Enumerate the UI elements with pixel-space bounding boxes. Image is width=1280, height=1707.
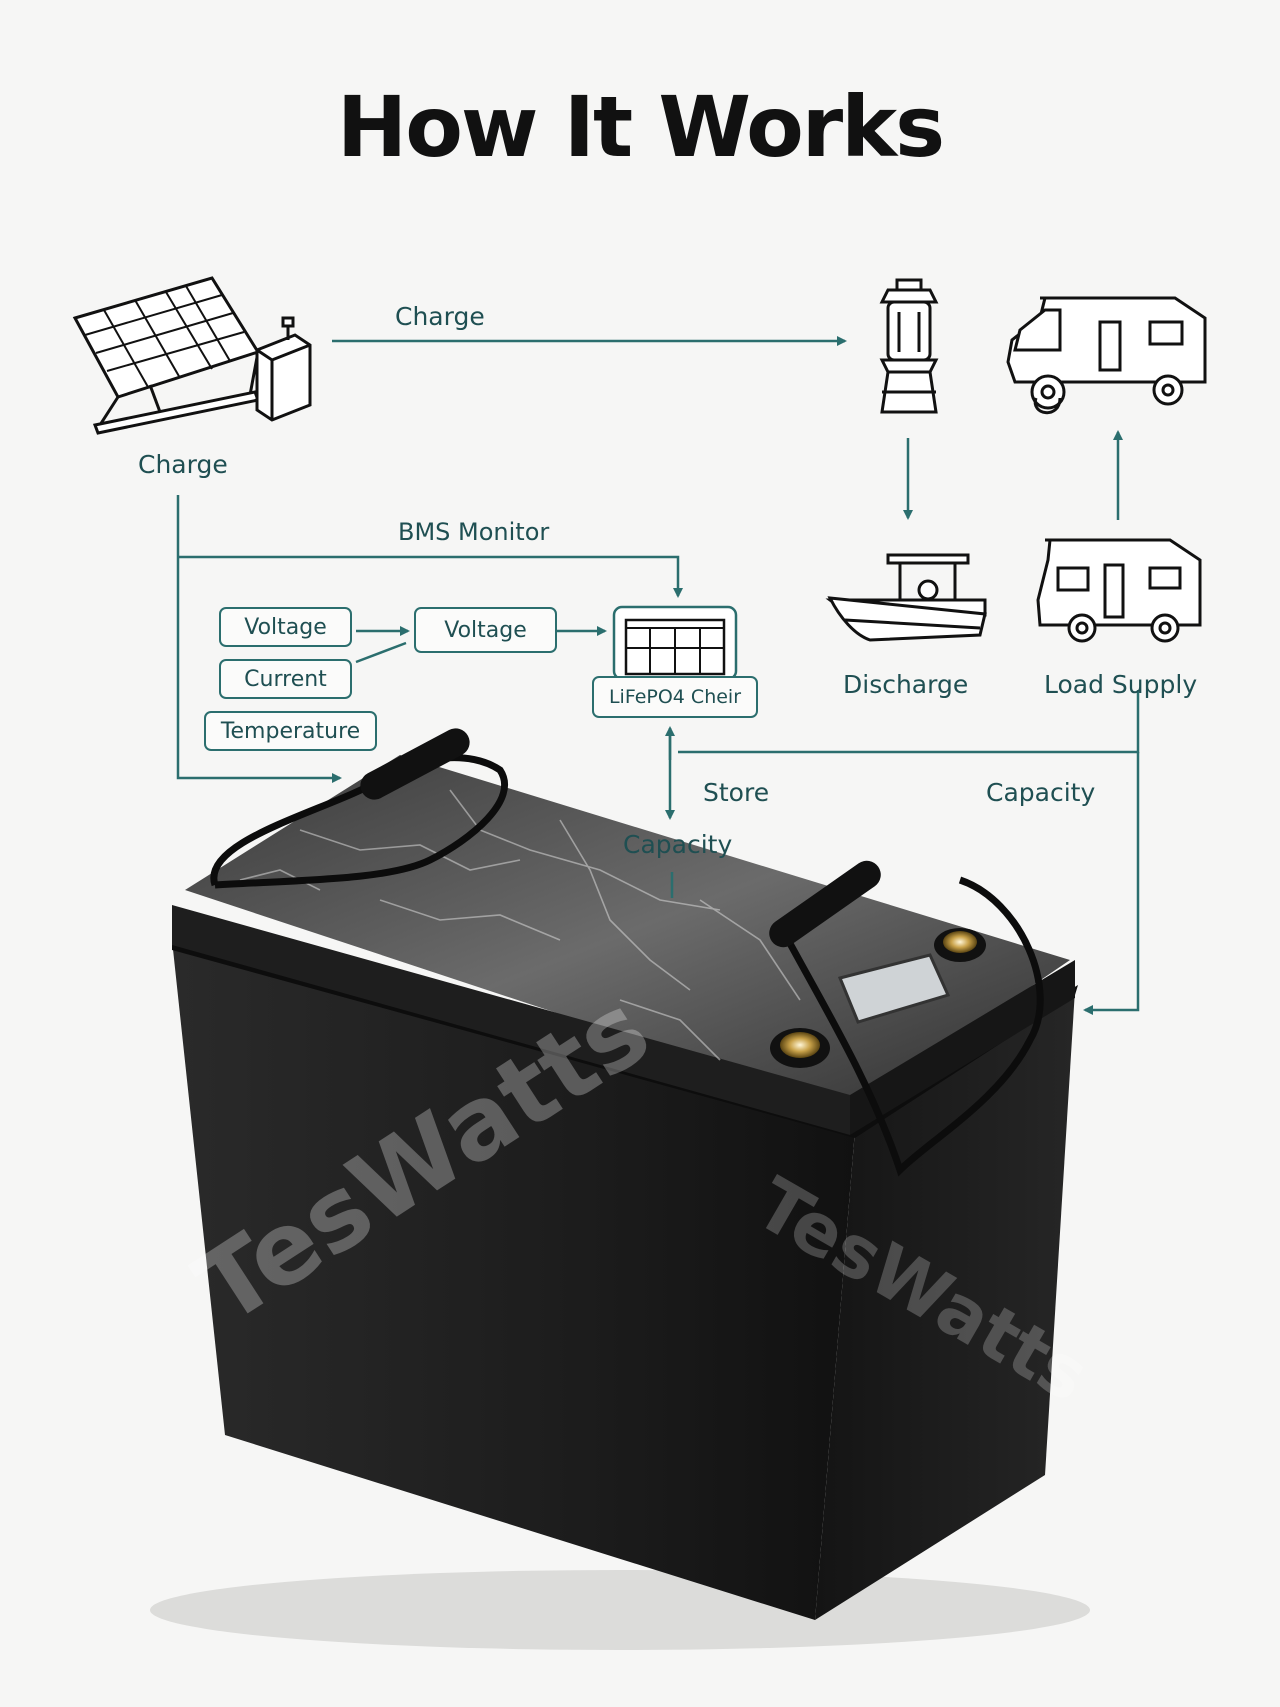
label-discharge: Discharge — [843, 670, 969, 699]
bms-chip-label: LiFePO4 Cheir — [592, 676, 758, 718]
bms-chip-icon — [612, 605, 738, 681]
label-capacity-right: Capacity — [986, 778, 1096, 807]
small-battery-icon — [255, 316, 312, 422]
lantern-icon — [879, 278, 939, 414]
line-bms-monitor — [178, 555, 683, 598]
line-charge-left — [176, 495, 342, 783]
sensor-voltage: Voltage — [219, 607, 352, 647]
label-bms-monitor: BMS Monitor — [398, 518, 550, 546]
battery-display — [837, 953, 951, 1024]
rope-handle-right — [776, 876, 1044, 1177]
battery-front-face — [172, 940, 855, 1620]
battery-side-face — [815, 990, 1075, 1620]
sensor-temperature: Temperature — [204, 711, 377, 751]
battery-shadow — [150, 1570, 1090, 1650]
label-store: Store — [703, 778, 770, 807]
solar-panel-icon — [72, 276, 261, 435]
label-charge-top: Charge — [395, 302, 485, 331]
label-charge-left: Charge — [138, 450, 228, 479]
boat-icon — [825, 553, 987, 642]
battery-illustration — [172, 728, 1078, 1620]
sensor-current: Current — [219, 659, 352, 699]
label-load-supply: Load Supply — [1044, 670, 1198, 699]
rv-top-icon — [1006, 296, 1207, 415]
rope-handle-left — [210, 754, 509, 889]
page-title: How It Works — [336, 78, 945, 176]
rv-bottom-icon — [1036, 538, 1202, 643]
voltage-box: Voltage — [414, 607, 557, 653]
battery-lid — [185, 755, 1070, 1110]
label-capacity-center: Capacity — [623, 830, 733, 859]
